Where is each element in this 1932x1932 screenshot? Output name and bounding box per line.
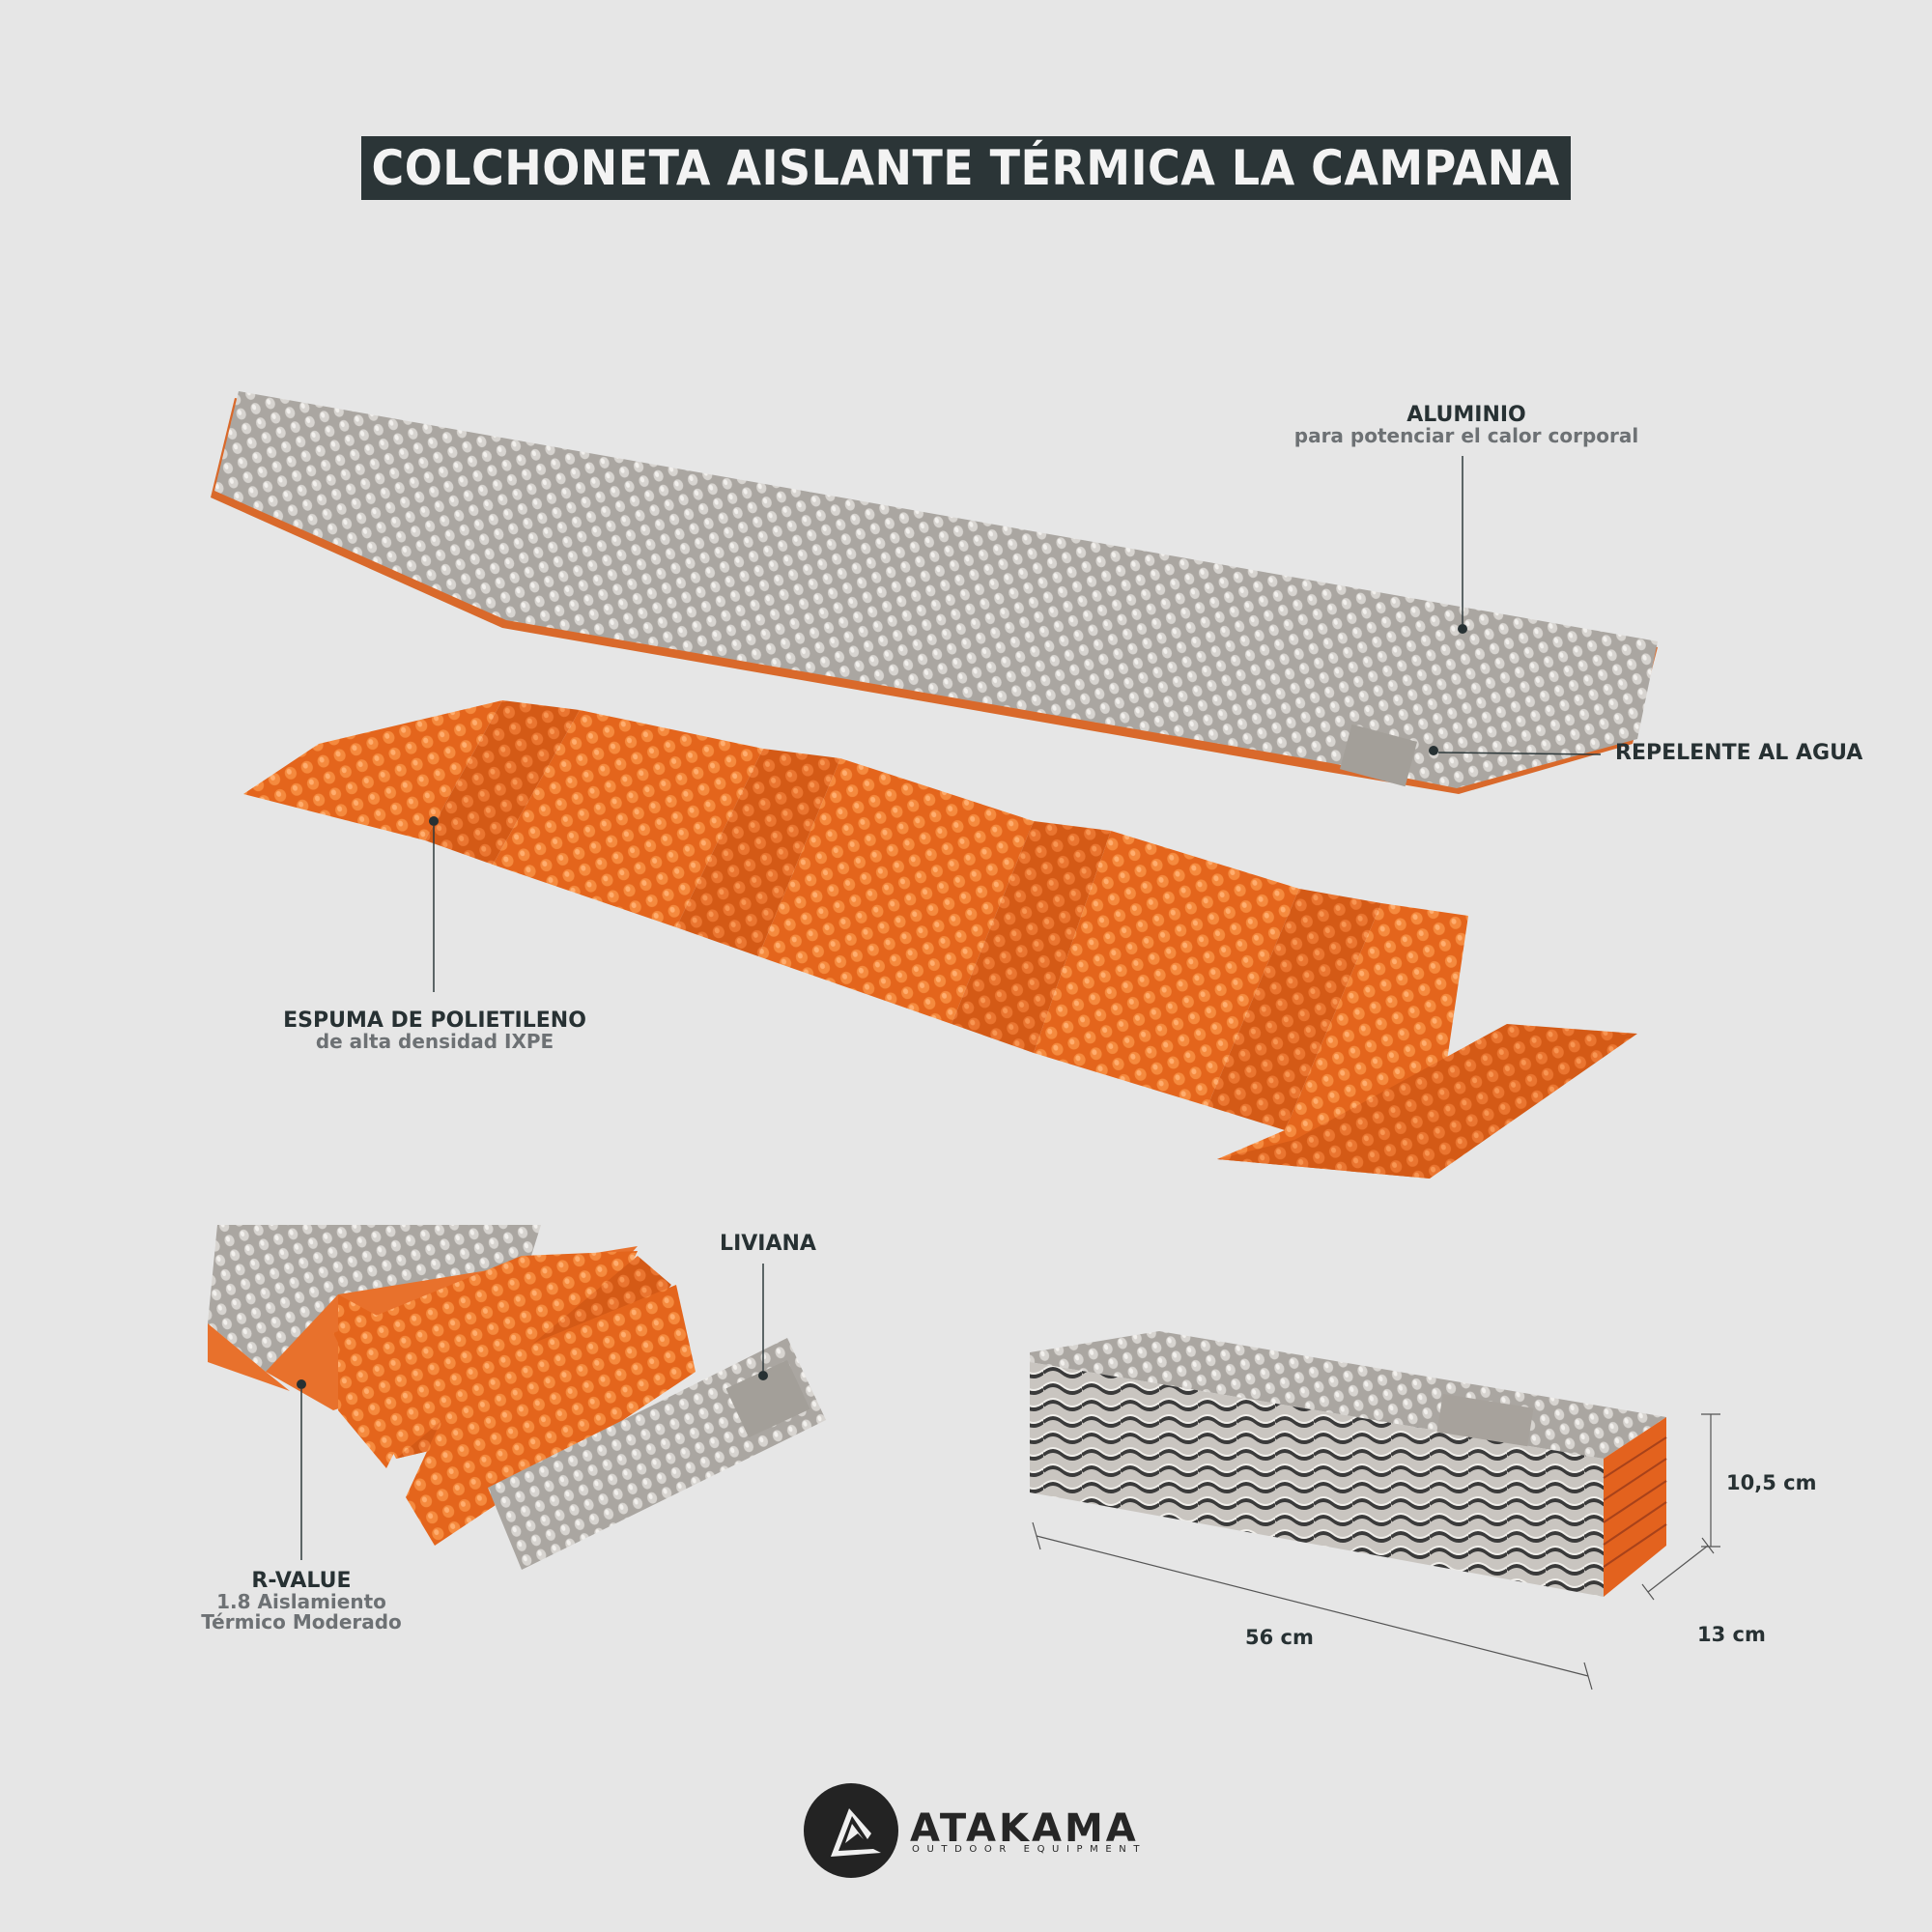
zigzag-mat-foam	[243, 700, 1637, 1179]
callout-liviana-title: LIVIANA	[720, 1232, 816, 1256]
callout-espuma-desc: de alta densidad IXPE	[315, 1030, 554, 1054]
mountain-logo-icon	[831, 1808, 881, 1857]
callout-repelente: REPELENTE AL AGUA	[1615, 742, 1862, 764]
callout-leader-lines	[300, 456, 1602, 1560]
partially-folded-mat	[208, 1225, 826, 1570]
folded-mat-block	[1030, 1331, 1667, 1597]
brand-logo-badge	[804, 1783, 898, 1878]
dimension-length: 56 cm	[1245, 1626, 1314, 1649]
callout-rvalue-line2: Térmico Moderado	[201, 1610, 402, 1634]
dimension-lines	[1032, 1413, 1720, 1690]
brand-tagline: OUTDOOR EQUIPMENT	[912, 1844, 1148, 1855]
callout-liviana: LIVIANA	[696, 1233, 840, 1255]
callout-repelente-title: REPELENTE AL AGUA	[1615, 741, 1863, 765]
dimension-height: 10,5 cm	[1726, 1471, 1817, 1494]
callout-aluminio-desc: para potenciar el calor corporal	[1293, 424, 1639, 448]
flat-mat-aluminum	[211, 391, 1658, 794]
callout-rvalue-title: R-VALUE	[251, 1569, 352, 1593]
callout-rvalue-line1: 1.8 Aislamiento	[216, 1590, 386, 1614]
callout-espuma: ESPUMA DE POLIETILENO de alta densidad I…	[261, 1009, 609, 1052]
brand-name: ATAKAMA	[910, 1806, 1139, 1851]
page-title-banner: COLCHONETA AISLANTE TÉRMICA LA CAMPANA	[361, 136, 1571, 200]
page-title: COLCHONETA AISLANTE TÉRMICA LA CAMPANA	[371, 140, 1561, 196]
callout-aluminio-title: ALUMINIO	[1406, 403, 1526, 427]
dimension-depth: 13 cm	[1697, 1623, 1766, 1646]
callout-aluminio: ALUMINIO para potenciar el calor corpora…	[1273, 404, 1660, 446]
callout-espuma-title: ESPUMA DE POLIETILENO	[283, 1009, 586, 1033]
callout-rvalue: R-VALUE 1.8 Aislamiento Térmico Moderado	[185, 1570, 417, 1633]
